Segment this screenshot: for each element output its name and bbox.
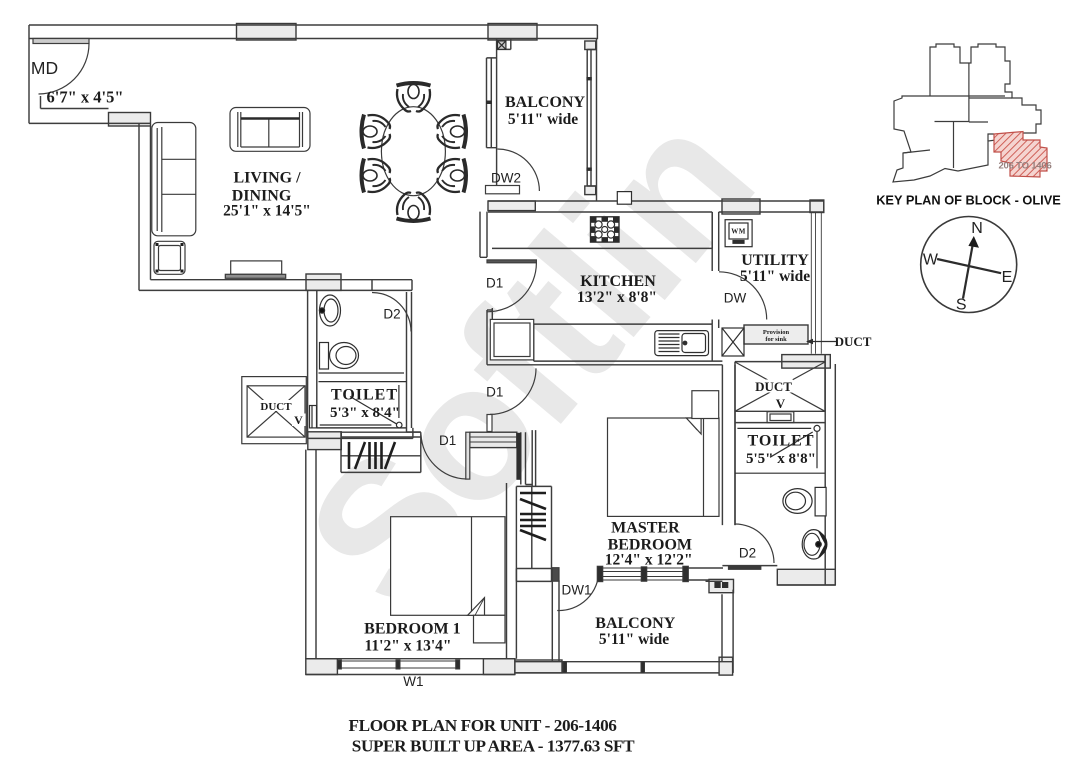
svg-text:11'2" x 13'4": 11'2" x 13'4" <box>365 638 452 655</box>
svg-text:D1: D1 <box>439 433 456 448</box>
svg-text:E: E <box>1002 269 1013 286</box>
svg-text:TOILET: TOILET <box>747 433 814 450</box>
svg-text:D1: D1 <box>486 385 503 400</box>
svg-text:D2: D2 <box>383 307 400 322</box>
svg-text:12'4" x 12'2": 12'4" x 12'2" <box>605 552 693 569</box>
svg-text:6'7" x 4'5": 6'7" x 4'5" <box>47 88 124 107</box>
svg-text:MD: MD <box>31 58 58 78</box>
svg-text:W1: W1 <box>403 674 423 689</box>
svg-text:DUCT: DUCT <box>835 334 872 349</box>
svg-text:206 TO 1406: 206 TO 1406 <box>998 161 1051 172</box>
svg-text:TOILET: TOILET <box>331 387 398 404</box>
svg-text:LIVING /: LIVING / <box>233 170 301 187</box>
svg-text:Provision: Provision <box>763 329 790 336</box>
svg-text:FLOOR PLAN FOR UNIT - 206-1406: FLOOR PLAN FOR UNIT - 206-1406 <box>349 716 618 735</box>
svg-text:W: W <box>923 252 939 269</box>
svg-text:for sink: for sink <box>765 336 787 343</box>
svg-text:V: V <box>776 396 786 411</box>
svg-text:UTILITY: UTILITY <box>741 252 809 269</box>
svg-text:KEY PLAN OF BLOCK - OLIVE: KEY PLAN OF BLOCK - OLIVE <box>876 193 1061 208</box>
svg-text:5'11" wide: 5'11" wide <box>599 631 669 648</box>
svg-text:DINING: DINING <box>232 188 292 205</box>
svg-text:SUPER BUILT UP AREA - 1377.63: SUPER BUILT UP AREA - 1377.63 SFT <box>352 737 635 756</box>
svg-text:5'5" x 8'8": 5'5" x 8'8" <box>746 451 816 467</box>
svg-text:D2: D2 <box>739 546 756 561</box>
svg-text:MASTER: MASTER <box>611 520 680 537</box>
svg-text:BEDROOM: BEDROOM <box>608 537 692 554</box>
svg-text:DW1: DW1 <box>562 583 592 598</box>
svg-text:DW: DW <box>724 291 747 306</box>
svg-text:WM: WM <box>731 228 746 236</box>
svg-text:S: S <box>956 297 967 314</box>
svg-text:DUCT: DUCT <box>755 379 792 394</box>
svg-text:BEDROOM 1: BEDROOM 1 <box>364 621 460 638</box>
svg-text:DUCT: DUCT <box>260 401 292 413</box>
svg-text:V: V <box>294 413 303 427</box>
svg-text:DW2: DW2 <box>491 171 521 186</box>
svg-text:5'11" wide: 5'11" wide <box>508 111 578 128</box>
svg-text:KITCHEN: KITCHEN <box>580 273 656 290</box>
svg-text:13'2" x 8'8": 13'2" x 8'8" <box>577 289 657 306</box>
svg-text:BALCONY: BALCONY <box>595 615 675 632</box>
svg-text:D1: D1 <box>486 276 503 291</box>
svg-text:25'1" x 14'5": 25'1" x 14'5" <box>223 203 311 220</box>
svg-text:N: N <box>971 220 983 237</box>
svg-text:5'11" wide: 5'11" wide <box>740 268 810 285</box>
svg-text:BALCONY: BALCONY <box>505 94 585 111</box>
svg-text:5'3" x 8'4": 5'3" x 8'4" <box>330 405 400 421</box>
